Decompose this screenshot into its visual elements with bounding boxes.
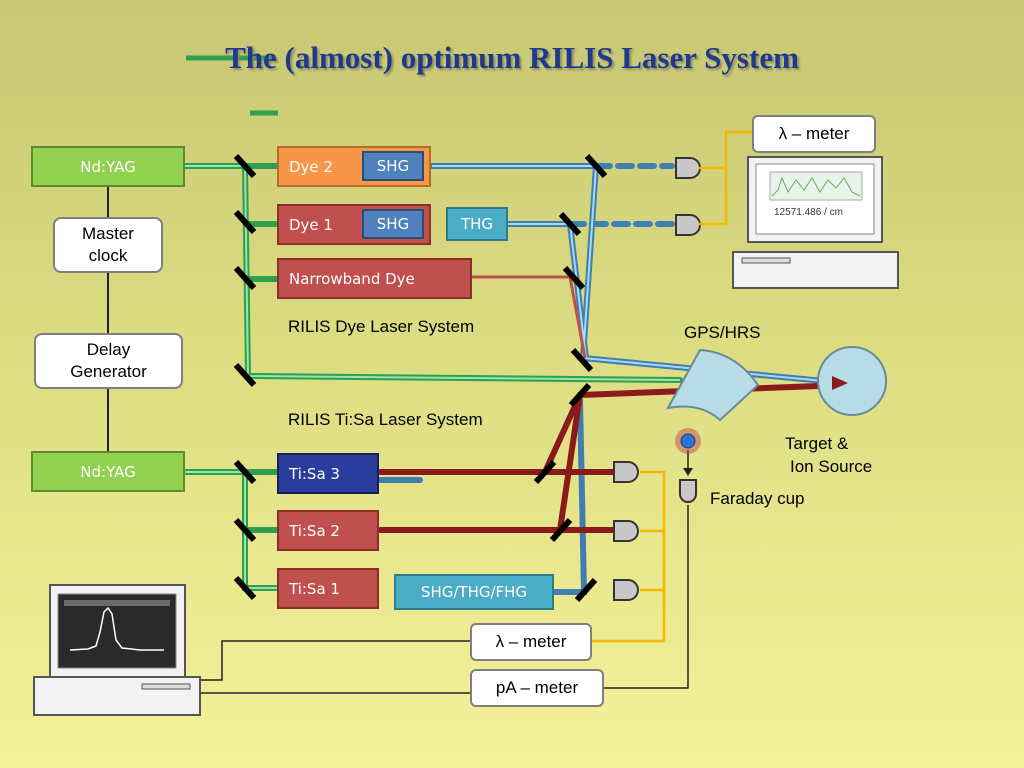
photodiodes (613, 157, 701, 601)
master-clock: Master clock (53, 217, 163, 273)
delay-generator: Delay Generator (34, 333, 183, 389)
master-clock-line1: Master (82, 224, 134, 243)
narrowband-dye-box: Narrowband Dye (277, 258, 472, 299)
computer-top (732, 156, 899, 289)
dye2-shg-box: SHG (362, 151, 424, 181)
pa-meter: pA – meter (470, 669, 604, 707)
harmonics-box: SHG/THG/FHG (394, 574, 554, 610)
dye1-thg-box: THG (446, 207, 508, 241)
gps-hrs-label: GPS/HRS (684, 323, 761, 342)
ndyag-bottom: Nd:YAG (31, 451, 185, 492)
tisa2-box: Ti:Sa 2 (277, 510, 379, 551)
ndyag-top: Nd:YAG (31, 146, 185, 187)
wavenumber-readout: 12571.486 / cm (774, 207, 843, 218)
computer-bottom (33, 584, 201, 716)
master-clock-line2: clock (88, 246, 128, 265)
target-label-line2: Ion Source (790, 457, 873, 476)
lambda-meter-top: λ – meter (752, 115, 876, 153)
lambda-meter-bottom: λ – meter (470, 623, 592, 661)
tisa-system-label: RILIS Ti:Sa Laser System (288, 410, 483, 429)
tisa1-box: Ti:Sa 1 (277, 568, 379, 609)
delay-line1: Delay (86, 340, 131, 359)
faraday-label: Faraday cup (710, 489, 805, 508)
delay-line2: Generator (70, 362, 147, 381)
gps-hrs-magnet (666, 348, 760, 422)
dye-system-label: RILIS Dye Laser System (288, 317, 475, 336)
target-label-line1: Target & (785, 434, 849, 453)
tisa3-box: Ti:Sa 3 (277, 453, 379, 494)
page-title: The (almost) optimum RILIS Laser System (225, 40, 799, 75)
dye1-shg-box: SHG (362, 209, 424, 239)
target-ion-source (817, 346, 887, 416)
